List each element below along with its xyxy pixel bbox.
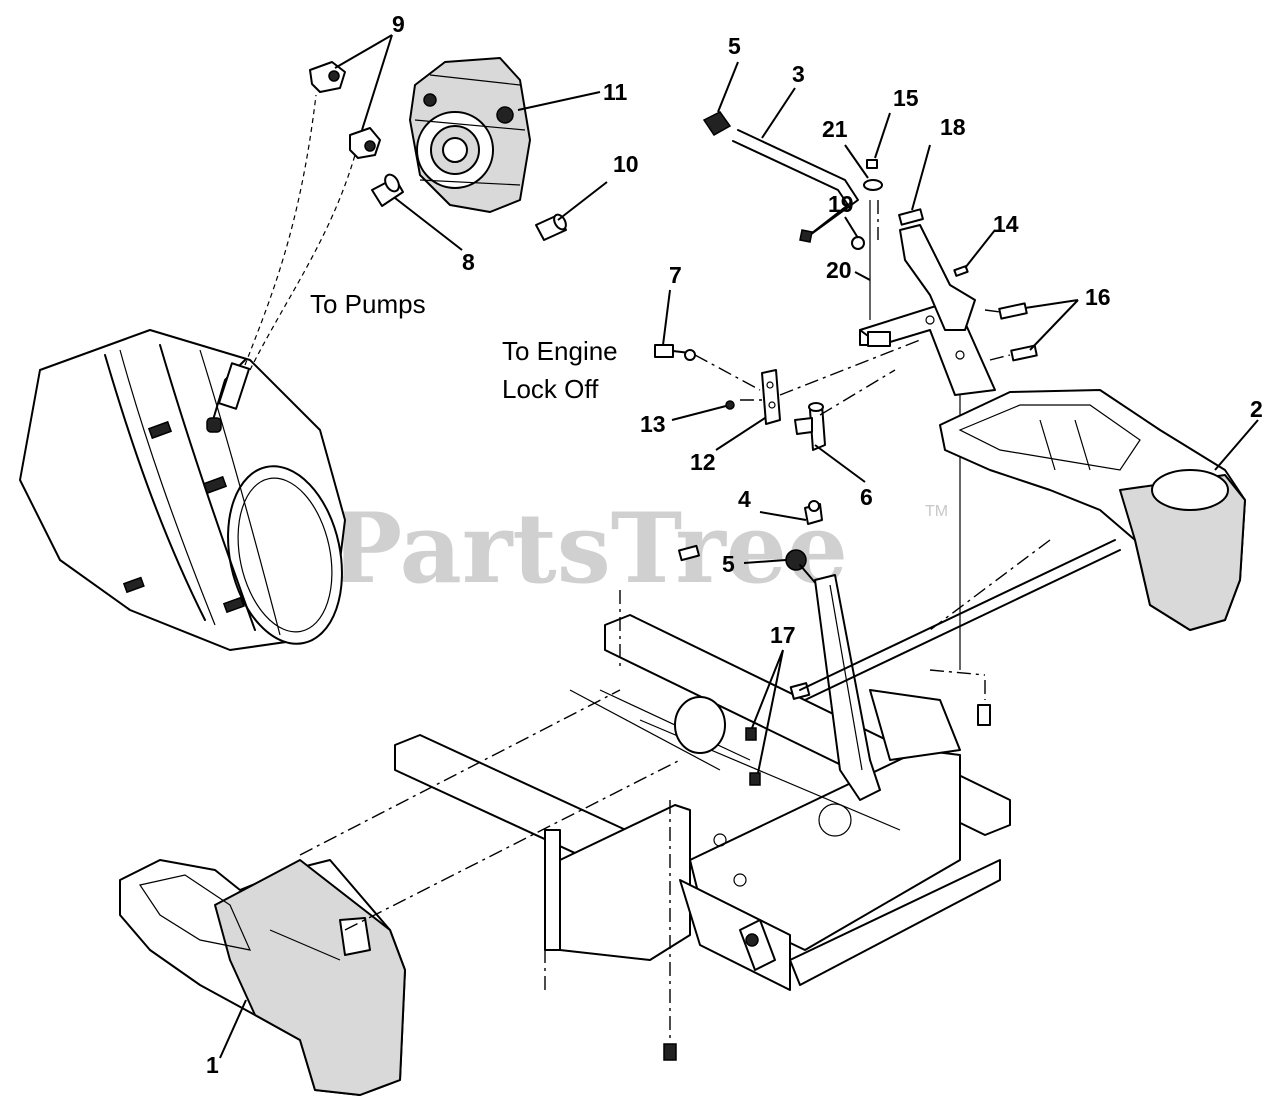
watermark-tm: TM (925, 503, 948, 520)
callout-5-lower: 5 (722, 551, 735, 577)
fitting-8 (371, 173, 404, 207)
callout-13: 13 (640, 411, 666, 437)
fitting-9a (309, 61, 346, 93)
callout-8: 8 (462, 249, 475, 275)
note-to-engine-line2: Lock Off (502, 374, 599, 404)
callout-7: 7 (669, 262, 682, 288)
bolt-lower (789, 682, 811, 700)
hydraulic-pump (409, 57, 531, 213)
hardware-15 (866, 159, 878, 169)
plug-4 (804, 500, 823, 525)
knob-5-top (702, 111, 732, 136)
bolt-top-left (678, 544, 700, 562)
plate-12 (761, 369, 781, 425)
callout-5-top: 5 (728, 33, 741, 59)
callout-14: 14 (993, 211, 1019, 237)
callout-6: 6 (860, 484, 873, 510)
leader-lines (219, 34, 1259, 1059)
bolt-16a (998, 302, 1028, 320)
assembly-dash-lines (299, 539, 1051, 1040)
hardware-19 (851, 236, 865, 250)
nut-13 (725, 400, 735, 410)
hydraulic-tank (19, 329, 346, 651)
left-fender-pod (119, 859, 406, 1096)
hydraulic-hose (206, 94, 356, 433)
steering-lever (814, 574, 881, 801)
bolt-bottom (663, 1043, 677, 1061)
bolt-right (977, 704, 991, 726)
bolt-17a (745, 727, 757, 741)
callout-20: 20 (826, 257, 852, 283)
callout-17: 17 (770, 622, 796, 648)
hardware-14 (953, 265, 969, 277)
callout-21: 21 (822, 116, 848, 142)
callout-16: 16 (1085, 284, 1111, 310)
callout-2: 2 (1250, 396, 1263, 422)
callout-4: 4 (738, 486, 751, 512)
watermark-text: PartsTree (330, 492, 848, 605)
callout-9: 9 (392, 11, 405, 37)
right-fender-pod (939, 389, 1246, 631)
hardware-21 (863, 179, 883, 191)
callout-10: 10 (613, 151, 639, 177)
linkage-rod-2 (804, 549, 1121, 701)
hardware-18 (898, 208, 924, 226)
callout-1: 1 (206, 1052, 219, 1078)
cable-end-7 (654, 344, 696, 361)
note-to-pumps: To Pumps (310, 289, 426, 319)
callout-3: 3 (792, 61, 805, 87)
fitting-9b (349, 127, 381, 159)
callout-11: 11 (603, 79, 628, 105)
callout-12: 12 (690, 449, 716, 475)
control-rod (732, 129, 859, 243)
pin-6 (794, 402, 826, 451)
note-to-engine-line1: To Engine (502, 336, 618, 366)
callout-18: 18 (940, 114, 966, 140)
linkage-rod (799, 539, 1116, 691)
callout-19: 19 (828, 191, 854, 217)
fitting-10 (535, 213, 567, 241)
control-bracket (859, 200, 996, 670)
callout-15: 15 (893, 85, 919, 111)
bolt-17b (749, 772, 761, 786)
main-frame (394, 614, 1011, 991)
